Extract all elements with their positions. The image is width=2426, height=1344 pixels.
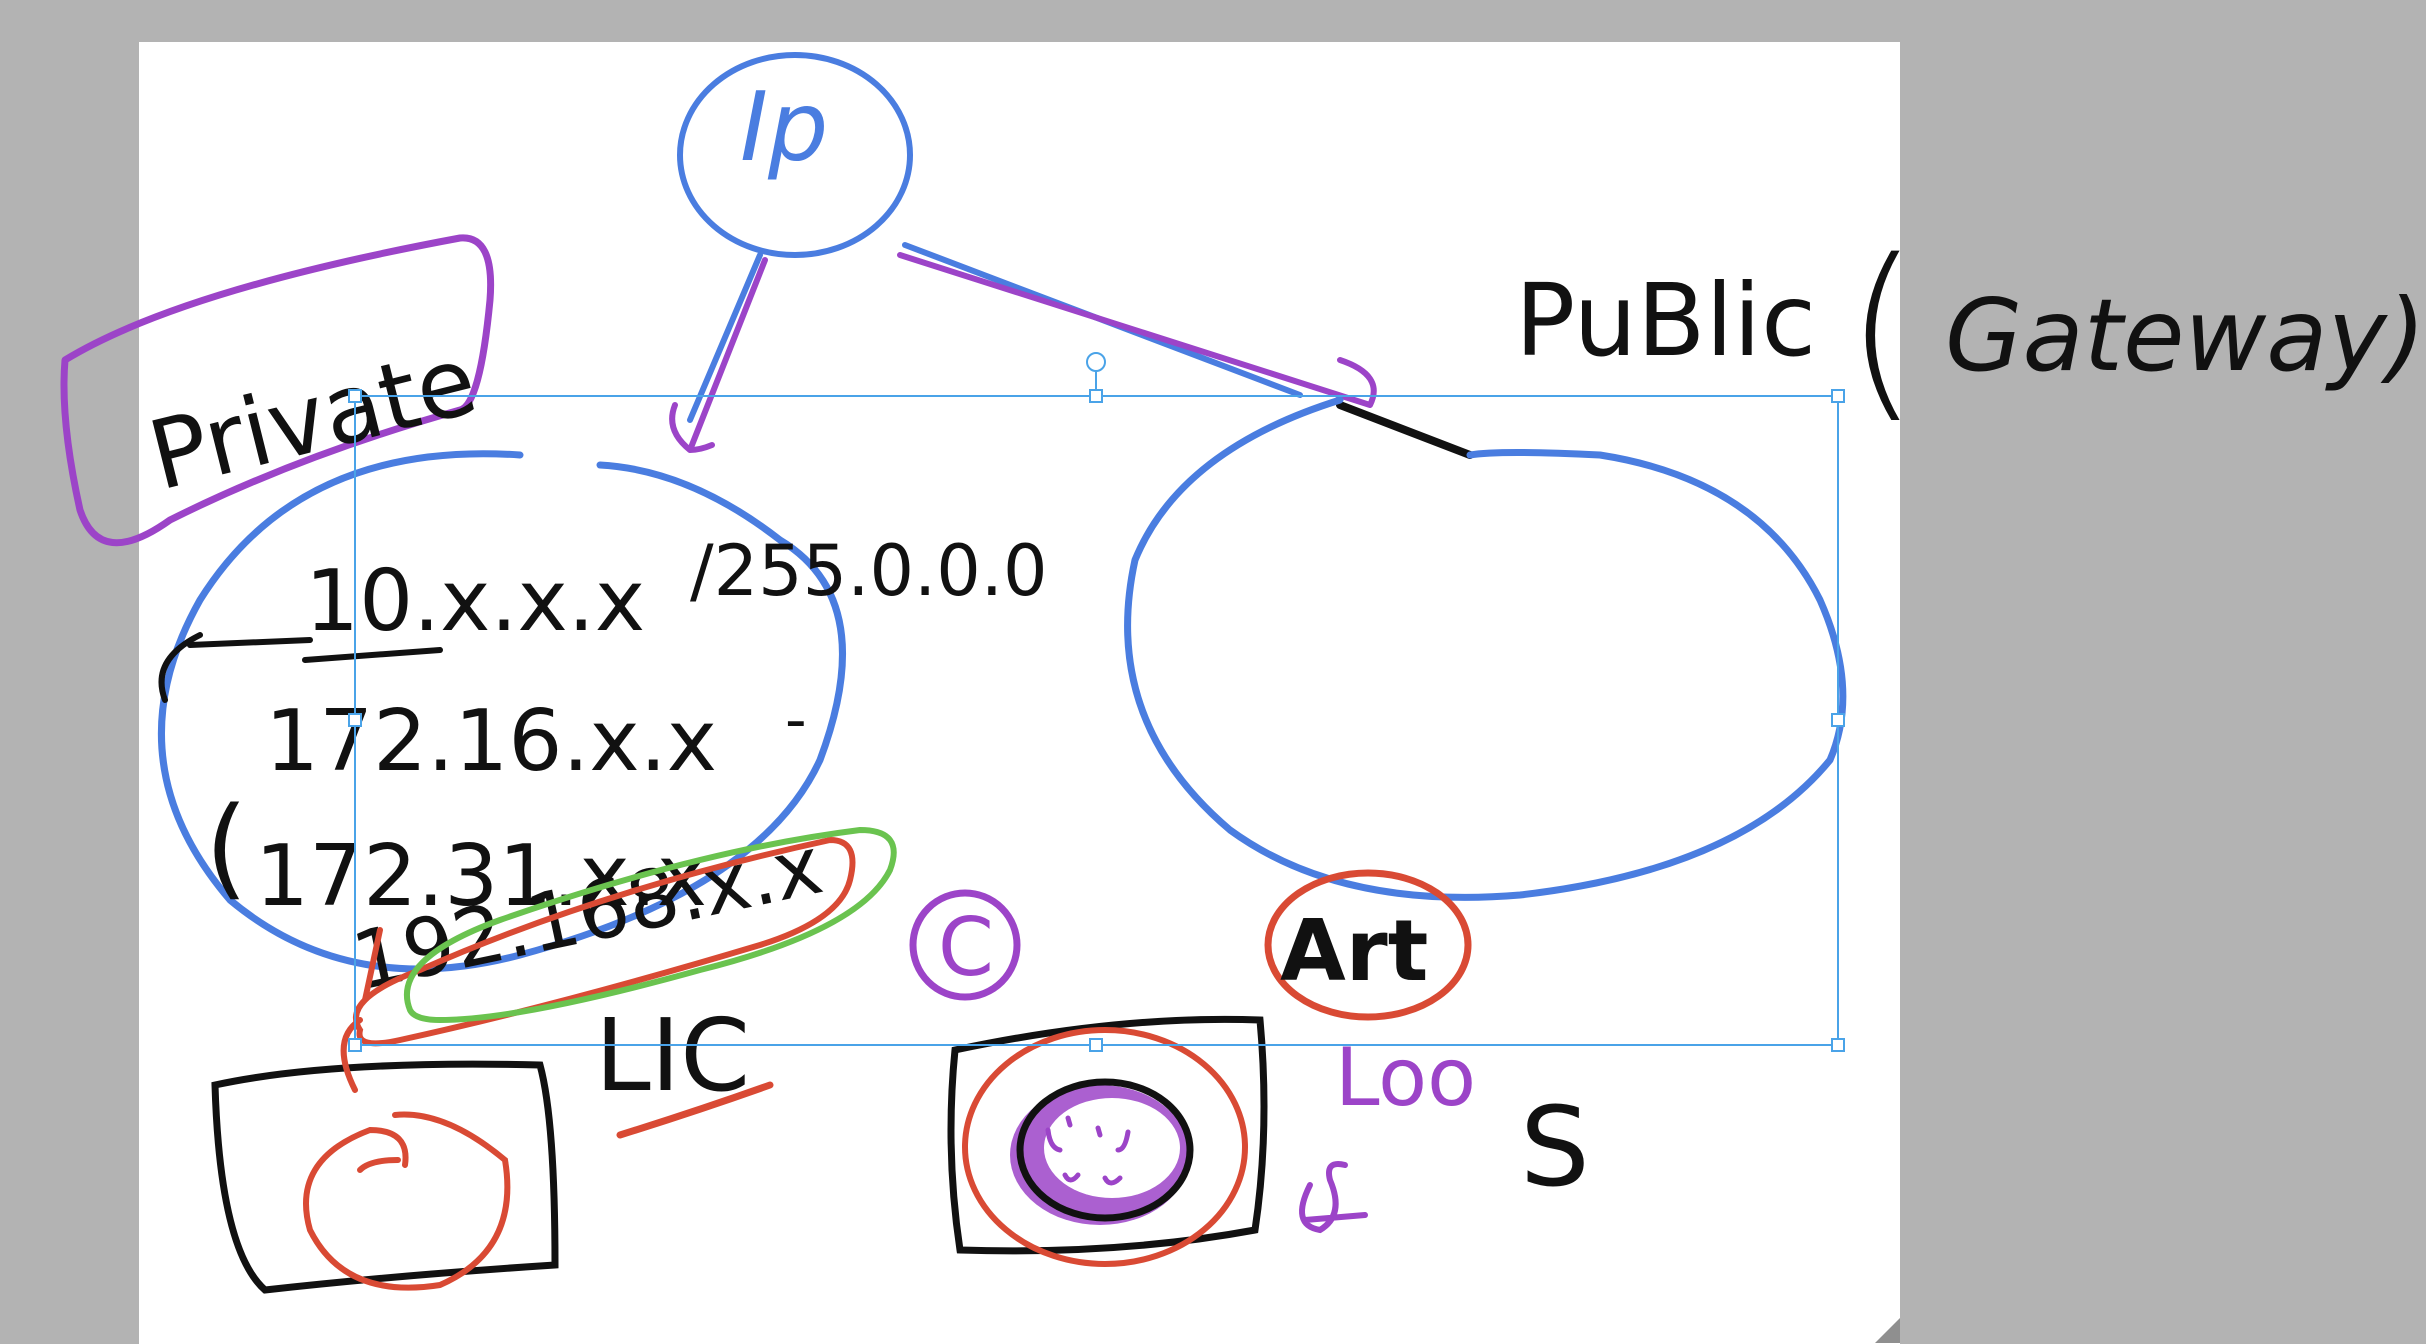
- purple-c-circle: [909, 889, 1021, 1001]
- arrow-ip-to-private-purple: [669, 257, 768, 453]
- page-resize-corner[interactable]: [1875, 1318, 1900, 1343]
- resize-handle-bottom-left[interactable]: [348, 1038, 362, 1052]
- resize-handle-bottom-right[interactable]: [1831, 1038, 1845, 1052]
- resize-handle-middle-right[interactable]: [1831, 713, 1845, 727]
- range-bracket: (: [205, 783, 248, 911]
- resize-handle-top-left[interactable]: [348, 389, 362, 403]
- rotation-handle[interactable]: [1086, 352, 1106, 372]
- dash-10: [187, 637, 313, 648]
- art-label: Art: [1280, 902, 1428, 1001]
- resize-handle-top-right[interactable]: [1831, 389, 1845, 403]
- gateway-label: Gateway): [1945, 277, 2426, 394]
- range-10-label: 10.x.x.x: [305, 552, 645, 651]
- arrow-ip-to-private-blue: [687, 252, 763, 423]
- private-box: [60, 234, 495, 547]
- resize-handle-middle-left[interactable]: [348, 713, 362, 727]
- range-172-16-label: 172.16.x.x: [265, 692, 717, 791]
- purple-c-label: C: [938, 901, 994, 994]
- left-device-red-circle: [303, 1111, 511, 1291]
- arrow-tip-black: [1336, 401, 1474, 459]
- red-tick: [362, 927, 383, 1003]
- private-oval: [157, 450, 846, 973]
- private-label: Private: [139, 325, 487, 512]
- gateway-open-paren: (: [1845, 219, 1919, 440]
- mask-label: /255.0.0.0: [690, 530, 1048, 612]
- right-device-box: [947, 1015, 1268, 1255]
- public-oval: [1124, 396, 1847, 901]
- range-dash: -: [785, 685, 807, 755]
- public-label: PuBlic: [1515, 262, 1816, 379]
- loo-label: Loo: [1335, 1031, 1476, 1124]
- bracket-10: [158, 632, 203, 703]
- art-circle: [1264, 869, 1472, 1021]
- right-device-face-marks: [1045, 1115, 1131, 1186]
- ip-label: Ip: [740, 73, 828, 183]
- red-loop-192: [353, 836, 856, 1047]
- ip-circle: [677, 52, 913, 258]
- resize-handle-bottom-middle[interactable]: [1089, 1038, 1103, 1052]
- right-device-red-circle: [962, 1027, 1248, 1267]
- left-device-box: [211, 1060, 559, 1294]
- lic-underline: [616, 1081, 774, 1139]
- arrow-ip-to-public-purple: [897, 252, 1377, 408]
- s-label: S: [1520, 1083, 1590, 1211]
- lic-label: LIC: [595, 997, 750, 1114]
- underline-10: [302, 647, 443, 663]
- resize-handle-top-middle[interactable]: [1089, 389, 1103, 403]
- green-loop-192: [403, 826, 897, 1024]
- purple-d-squiggle: [1299, 1161, 1368, 1234]
- right-device-black-circle: [1016, 1078, 1194, 1222]
